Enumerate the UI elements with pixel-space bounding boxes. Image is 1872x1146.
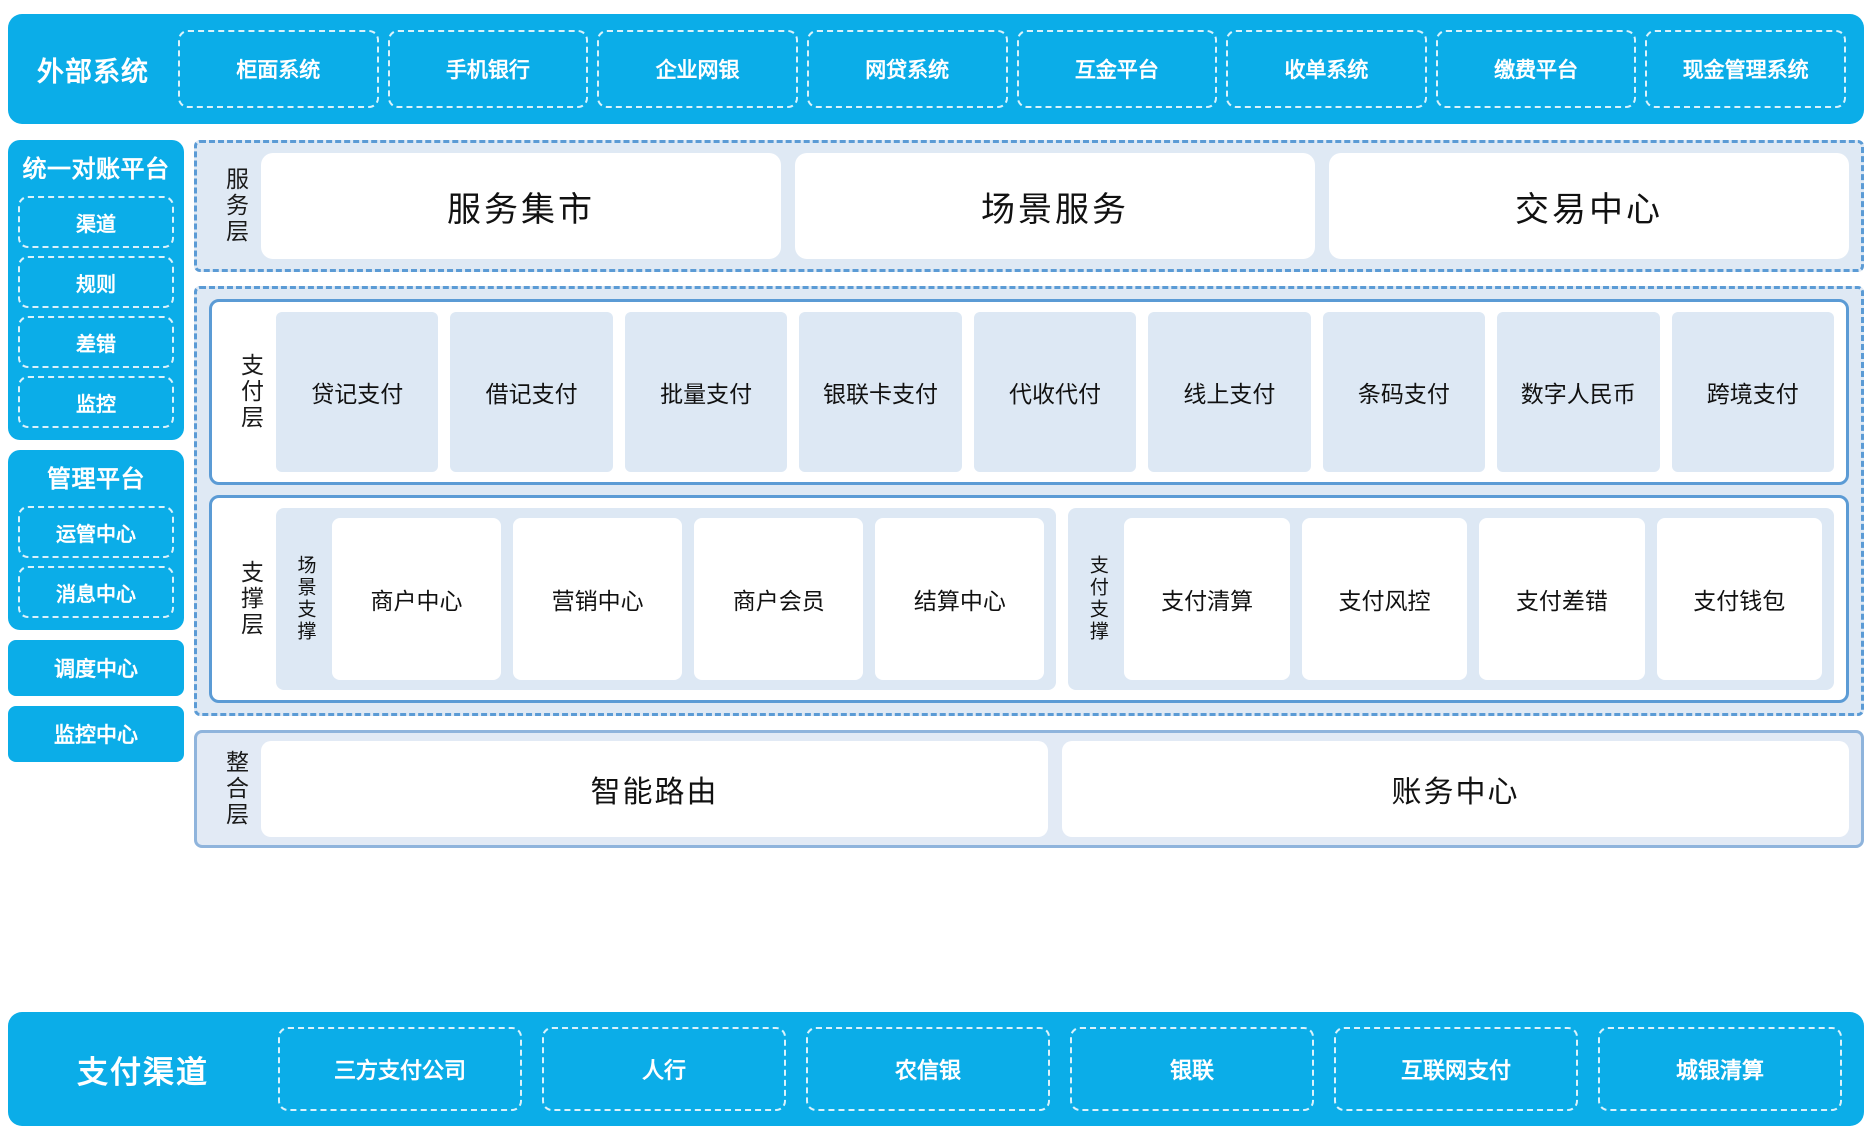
support-card-settlement-center[interactable]: 结算中心 — [875, 518, 1045, 680]
payment-card-debit[interactable]: 借记支付 — [450, 312, 613, 473]
sidebar: 统一对账平台 渠道 规则 差错 监控 管理平台 运管中心 消息中心 调度中心 监… — [8, 140, 184, 988]
payment-layer-items: 贷记支付 借记支付 批量支付 银联卡支付 代收代付 线上支付 条码支付 数字人民… — [276, 312, 1834, 473]
sidebar-item-monitoring-center[interactable]: 监控中心 — [8, 706, 184, 762]
service-layer-items: 服务集市 场景服务 交易中心 — [261, 153, 1849, 259]
integration-layer-items: 智能路由 账务中心 — [261, 741, 1849, 837]
core-platform-container: 支付层 贷记支付 借记支付 批量支付 银联卡支付 代收代付 线上支付 条码支付 … — [194, 286, 1864, 716]
integration-card-accounting-center[interactable]: 账务中心 — [1062, 741, 1849, 837]
sidebar-group-management: 管理平台 运管中心 消息中心 — [8, 450, 184, 630]
sidebar-item-error[interactable]: 差错 — [18, 316, 174, 368]
support-group-scenario: 场景支撑 商户中心 营销中心 商户会员 结算中心 — [276, 508, 1057, 690]
external-system-item[interactable]: 互金平台 — [1016, 30, 1218, 108]
sidebar-item-operations-center[interactable]: 运管中心 — [18, 506, 174, 558]
sidebar-group-title: 管理平台 — [47, 466, 145, 493]
payment-channel-rcbank[interactable]: 农信银 — [806, 1027, 1050, 1111]
external-systems-list: 柜面系统 手机银行 企业网银 网贷系统 互金平台 收单系统 缴费平台 现金管理系… — [178, 30, 1846, 108]
payment-card-barcode[interactable]: 条码支付 — [1322, 312, 1486, 473]
external-system-item[interactable]: 网贷系统 — [806, 30, 1008, 108]
sidebar-item-scheduling-center[interactable]: 调度中心 — [8, 640, 184, 696]
external-systems-bar: 外部系统 柜面系统 手机银行 企业网银 网贷系统 互金平台 收单系统 缴费平台 … — [8, 14, 1864, 124]
payment-card-collection[interactable]: 代收代付 — [973, 312, 1137, 473]
support-layer-label: 支撑层 — [237, 560, 264, 639]
payment-card-ecny[interactable]: 数字人民币 — [1497, 312, 1660, 473]
payment-channel-unionpay[interactable]: 银联 — [1070, 1027, 1314, 1111]
sidebar-item-message-center[interactable]: 消息中心 — [18, 566, 174, 618]
payment-channels-list: 三方支付公司 人行 农信银 银联 互联网支付 城银清算 — [278, 1027, 1842, 1111]
sidebar-group-title: 统一对账平台 — [22, 156, 170, 183]
support-group-scenario-items: 商户中心 营销中心 商户会员 结算中心 — [322, 518, 1045, 680]
external-system-item[interactable]: 缴费平台 — [1435, 30, 1637, 108]
payment-card-unionpay[interactable]: 银联卡支付 — [799, 312, 962, 473]
service-card-scenario[interactable]: 场景服务 — [795, 153, 1315, 259]
payment-channel-pboc[interactable]: 人行 — [542, 1027, 786, 1111]
integration-card-smart-routing[interactable]: 智能路由 — [261, 741, 1048, 837]
support-card-payment-clearing[interactable]: 支付清算 — [1124, 518, 1290, 680]
external-system-item[interactable]: 企业网银 — [597, 30, 798, 108]
payment-channel-third-party[interactable]: 三方支付公司 — [278, 1027, 522, 1111]
payment-layer-label: 支付层 — [237, 353, 264, 432]
support-group-payment-label: 支付支撑 — [1086, 555, 1108, 644]
external-system-item[interactable]: 柜面系统 — [178, 30, 379, 108]
external-systems-title: 外部系统 — [37, 56, 149, 87]
support-layer-groups: 场景支撑 商户中心 营销中心 商户会员 结算中心 支付支撑 支付清算 — [276, 508, 1834, 690]
payment-card-batch[interactable]: 批量支付 — [624, 312, 788, 473]
integration-layer-label: 整合层 — [222, 750, 249, 828]
sidebar-item-channel[interactable]: 渠道 — [18, 196, 174, 248]
support-card-payment-wallet[interactable]: 支付钱包 — [1656, 518, 1822, 680]
payment-channel-internet[interactable]: 互联网支付 — [1334, 1027, 1578, 1111]
service-card-marketplace[interactable]: 服务集市 — [261, 153, 781, 259]
support-card-payment-risk[interactable]: 支付风控 — [1301, 518, 1468, 680]
payment-card-crossborder[interactable]: 跨境支付 — [1671, 312, 1834, 473]
support-layer: 支撑层 场景支撑 商户中心 营销中心 商户会员 结算中心 — [209, 495, 1849, 703]
support-group-scenario-label: 场景支撑 — [294, 555, 316, 644]
sidebar-item-rule[interactable]: 规则 — [18, 256, 174, 308]
support-card-merchant-center[interactable]: 商户中心 — [332, 518, 502, 680]
support-card-marketing-center[interactable]: 营销中心 — [513, 518, 683, 680]
payment-channel-citybank[interactable]: 城银清算 — [1598, 1027, 1842, 1111]
payment-channels-bar: 支付渠道 三方支付公司 人行 农信银 银联 互联网支付 城银清算 — [8, 1012, 1864, 1126]
external-system-item[interactable]: 收单系统 — [1226, 30, 1427, 108]
sidebar-item-monitor[interactable]: 监控 — [18, 376, 174, 428]
integration-layer: 整合层 智能路由 账务中心 — [194, 730, 1864, 848]
external-system-item[interactable]: 现金管理系统 — [1645, 30, 1846, 108]
support-card-payment-error[interactable]: 支付差错 — [1479, 518, 1645, 680]
payment-layer: 支付层 贷记支付 借记支付 批量支付 银联卡支付 代收代付 线上支付 条码支付 … — [209, 299, 1849, 486]
sidebar-group-reconciliation: 统一对账平台 渠道 规则 差错 监控 — [8, 140, 184, 440]
service-layer: 服务层 服务集市 场景服务 交易中心 — [194, 140, 1864, 272]
payment-channels-title: 支付渠道 — [77, 1054, 209, 1090]
middle-section: 统一对账平台 渠道 规则 差错 监控 管理平台 运管中心 消息中心 调度中心 监… — [8, 140, 1864, 988]
external-system-item[interactable]: 手机银行 — [387, 30, 589, 108]
support-group-payment: 支付支撑 支付清算 支付风控 支付差错 支付钱包 — [1068, 508, 1834, 690]
support-card-merchant-member[interactable]: 商户会员 — [694, 518, 864, 680]
support-group-payment-items: 支付清算 支付风控 支付差错 支付钱包 — [1114, 518, 1822, 680]
service-card-transaction[interactable]: 交易中心 — [1329, 153, 1849, 259]
payment-card-credit[interactable]: 贷记支付 — [276, 312, 439, 473]
service-layer-label: 服务层 — [222, 167, 249, 245]
payment-card-online[interactable]: 线上支付 — [1148, 312, 1311, 473]
main-column: 服务层 服务集市 场景服务 交易中心 支付层 贷记支付 借记支付 批量支付 银联… — [194, 140, 1864, 988]
